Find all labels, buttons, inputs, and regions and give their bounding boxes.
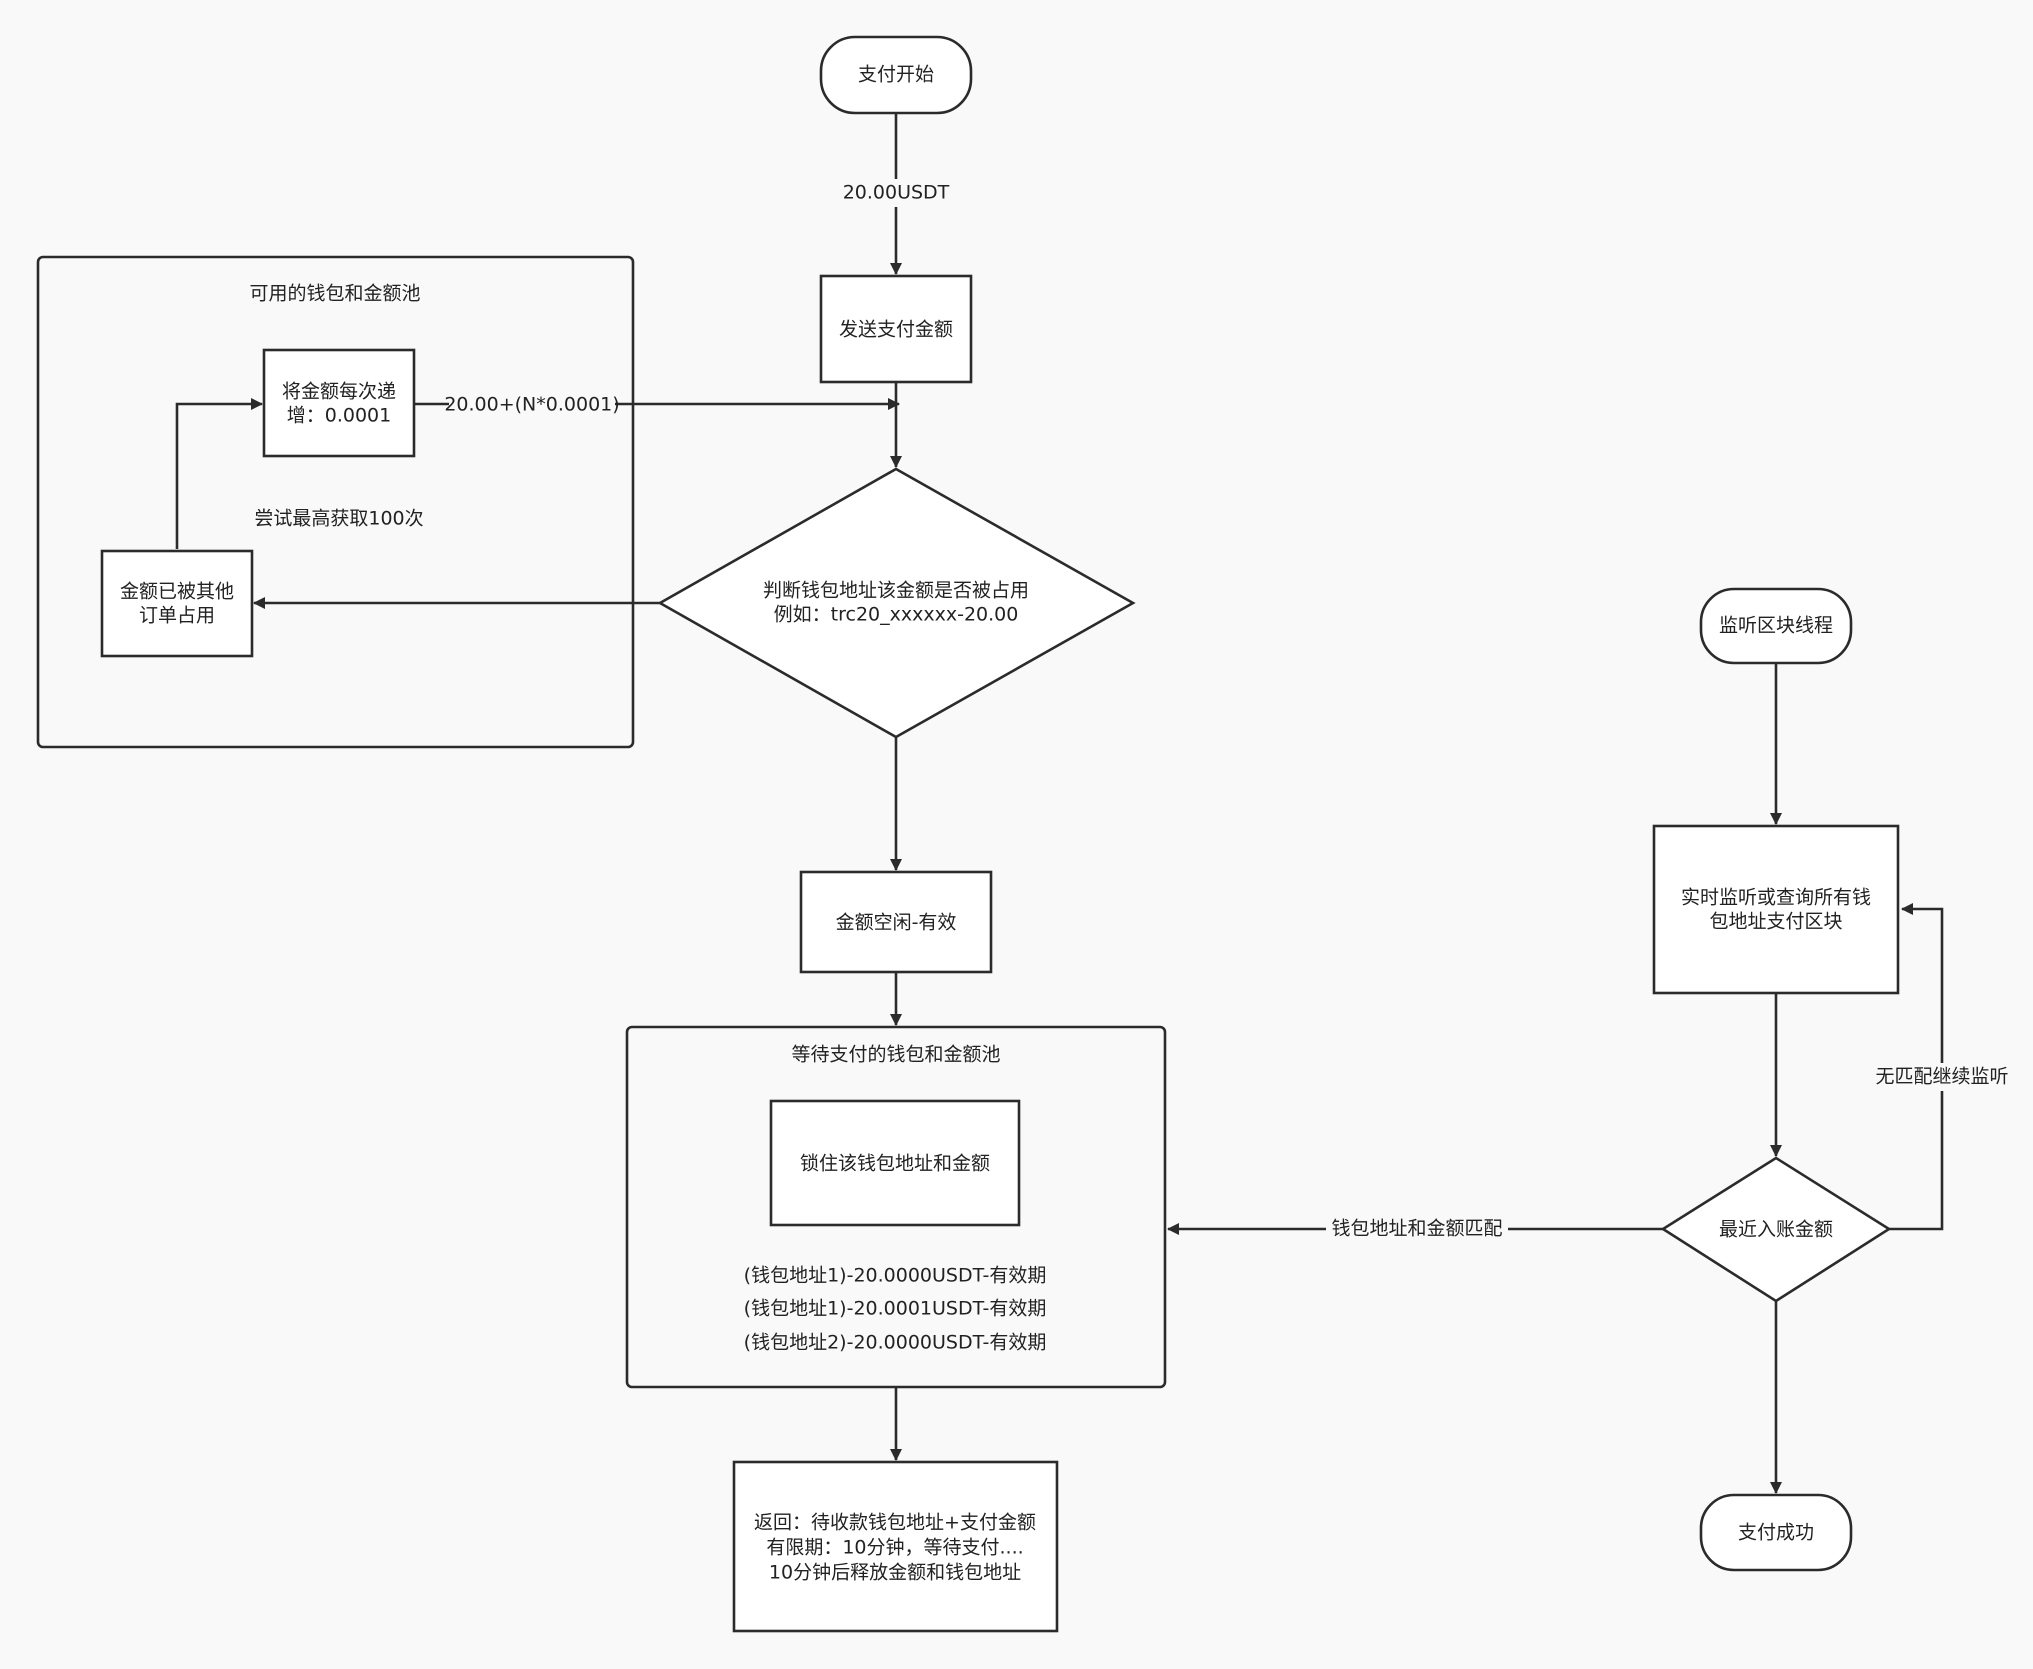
recent-amount-decision (1660, 1156, 1892, 1303)
send-amount-node (819, 274, 973, 384)
send-amount-label: 发送支付金额 (839, 319, 953, 341)
return-label-line1: 返回：待收款钱包地址+支付金额 (754, 1512, 1036, 1534)
listen-thread-terminator (1699, 587, 1853, 665)
pool-entry: (钱包地址1)-20.0001USDT-有效期 (744, 1298, 1047, 1320)
available-pool-group (36, 255, 635, 749)
edge-label-no-match: 无匹配继续监听 (1875, 1066, 2008, 1088)
start-label: 支付开始 (858, 64, 934, 86)
lock-node (769, 1099, 1021, 1227)
realtime-label-line1: 实时监听或查询所有钱 (1681, 887, 1871, 909)
realtime-label-line2: 包地址支付区块 (1709, 911, 1842, 933)
listen-thread-label: 监听区块线程 (1719, 615, 1833, 637)
occupied-label-line1: 金额已被其他 (120, 581, 234, 603)
realtime-monitor-node (1652, 824, 1900, 995)
increment-label-line2: 增：0.0001 (287, 405, 391, 427)
pool-entry: (钱包地址2)-20.0000USDT-有效期 (744, 1332, 1047, 1354)
increment-node (262, 348, 416, 458)
occupied-check-decision (657, 467, 1136, 739)
edge-label-match: 钱包地址和金额匹配 (1331, 1218, 1502, 1240)
lock-label: 锁住该钱包地址和金额 (800, 1153, 990, 1175)
increment-label-line1: 将金额每次递 (282, 381, 396, 403)
amount-free-label: 金额空闲-有效 (836, 912, 957, 934)
decision-label-line1: 判断钱包地址该金额是否被占用 (763, 580, 1029, 602)
decision-label-line2: 例如：trc20_xxxxxx-20.00 (774, 604, 1019, 626)
available-pool-title: 可用的钱包和金额池 (249, 283, 420, 305)
max-tries-note: 尝试最高获取100次 (254, 508, 423, 530)
amount-free-node (799, 870, 993, 974)
occupied-node (100, 549, 254, 658)
success-label: 支付成功 (1738, 1522, 1814, 1544)
pending-pool-title: 等待支付的钱包和金额池 (791, 1044, 1000, 1066)
success-terminator (1699, 1493, 1853, 1572)
edge-occupied-to-increment (175, 398, 263, 549)
edge-label-increment-formula: 20.00+(N*0.0001) (444, 394, 619, 416)
occupied-label-line2: 订单占用 (139, 605, 215, 627)
pool-entry: (钱包地址1)-20.0000USDT-有效期 (744, 1265, 1047, 1287)
recent-amount-label: 最近入账金额 (1719, 1219, 1833, 1241)
start-terminator (819, 35, 973, 115)
edge-label-amount: 20.00USDT (843, 182, 950, 204)
return-node (732, 1460, 1059, 1633)
return-label-line3: 10分钟后释放金额和钱包地址 (769, 1562, 1021, 1584)
return-label-line2: 有限期：10分钟，等待支付.... (766, 1537, 1023, 1559)
